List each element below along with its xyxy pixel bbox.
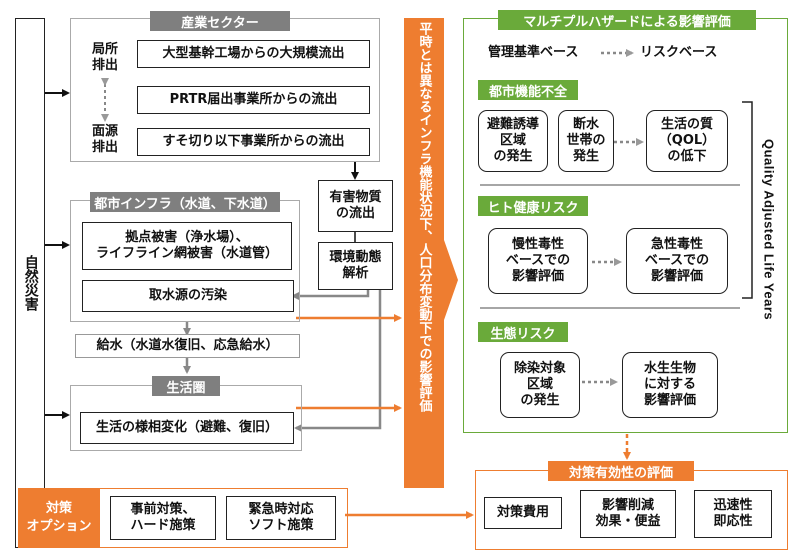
qol-decline-box: 生活の質 （QOL） の低下	[646, 110, 728, 172]
hazmat-outflow-box: 有害物質 の流出	[318, 180, 393, 232]
orange-band-text-wrap: 平時とは異なるインフラ機能状況下、人口分布変動下での影響評価	[404, 18, 444, 488]
cost-box: 対策費用	[484, 497, 562, 529]
area-source-label: 面源 排出	[92, 124, 119, 155]
urban-dysfunction-header: 都市機能不全	[478, 80, 578, 100]
qaly-label-wrap: Quality Adjusted Life Years	[756, 70, 782, 390]
decontamination-zone-box: 除染対象 区域 の発生	[500, 352, 580, 418]
natural-disaster-box: 自然災害	[15, 18, 45, 548]
arrow-hazmat-contamination	[291, 290, 370, 300]
industry-item-large: 大型基幹工場からの大規模流出	[137, 40, 370, 68]
human-health-header: ヒト健康リスク	[478, 196, 588, 216]
acute-toxicity-box: 急性毒性 ベースでの 影響評価	[626, 228, 728, 294]
preparedness-box: 事前対策、 ハード施策	[110, 496, 216, 540]
emergency-response-box: 緊急時対応 ソフト施策	[226, 496, 336, 540]
multi-hazard-header: マルチプルハザードによる影響評価	[498, 10, 756, 30]
contamination-box: 取水源の汚染	[82, 280, 294, 312]
water-supply-box: 給水（水道水復旧、応急給水）	[75, 334, 300, 358]
eco-risk-header: 生態リスク	[478, 322, 568, 342]
industry-item-prtr: PRTR届出事業所からの流出	[137, 86, 370, 114]
water-outage-box: 断水 世帯の 発生	[558, 110, 614, 172]
basis-to-label: リスクベース	[640, 45, 718, 60]
evacuation-zone-box: 避難誘導 区域 の発生	[478, 110, 548, 172]
infra-header: 都市インフラ（水道、下水道）	[90, 192, 280, 212]
point-source-label: 局所 排出	[92, 42, 119, 73]
aquatic-organism-box: 水生生物 に対する 影響評価	[622, 352, 718, 418]
basis-from-label: 管理基準ベース	[488, 45, 579, 60]
natural-disaster-label: 自然災害	[22, 255, 39, 311]
arrow-hazmat-living	[294, 290, 382, 432]
industry-item-small: すそ切り以下事業所からの流出	[137, 128, 370, 156]
living-header: 生活圏	[152, 376, 220, 396]
industry-header: 産業セクター	[150, 11, 290, 31]
benefit-box: 影響削減 効果・便益	[580, 490, 676, 538]
rapidity-box: 迅速性 即応性	[694, 490, 772, 538]
qaly-brace	[742, 101, 753, 299]
orange-band-text: 平時とは異なるインフラ機能状況下、人口分布変動下での影響評価	[416, 22, 432, 412]
options-label: 対策 オプション	[18, 488, 100, 548]
chronic-toxicity-box: 慢性毒性 ベースでの 影響評価	[488, 228, 588, 294]
environmental-analysis-box: 環境動態 解析	[318, 242, 393, 290]
living-change-box: 生活の様相変化（避難、復旧）	[80, 412, 294, 444]
effectiveness-header: 対策有効性の評価	[548, 461, 694, 481]
qaly-label: Quality Adjusted Life Years	[761, 139, 777, 321]
infra-damage-box: 拠点被害（浄水場）、 ライフライン網被害（水道管）	[82, 222, 292, 270]
